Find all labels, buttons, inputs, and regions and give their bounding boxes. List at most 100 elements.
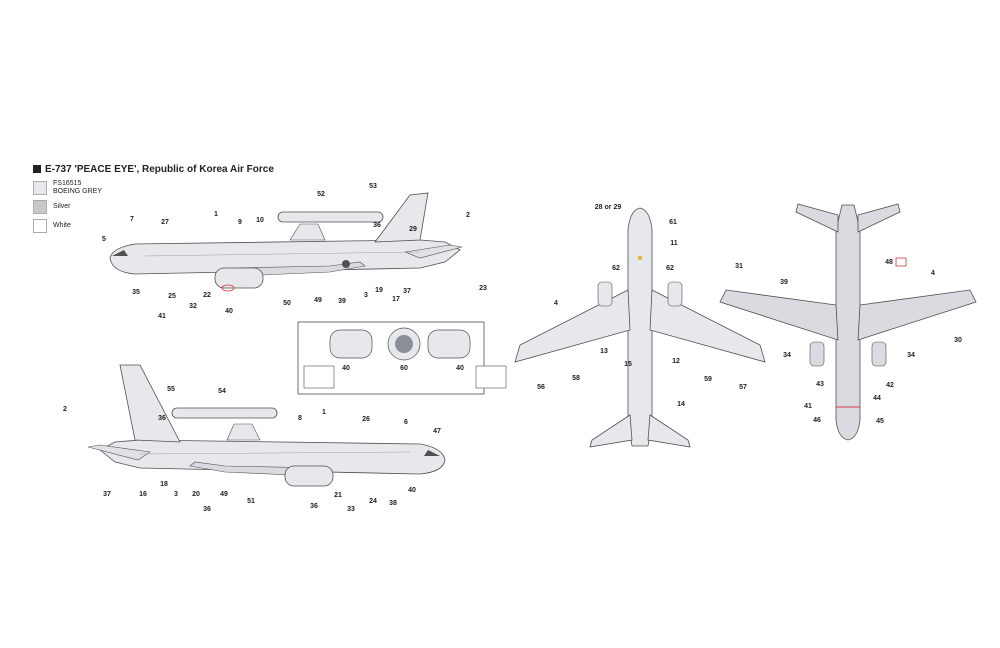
callout-number: 35 — [132, 289, 140, 296]
callout-number: 36 — [373, 222, 381, 229]
title-text: E-737 'PEACE EYE', Republic of Korea Air… — [45, 164, 274, 175]
callout-number: 31 — [735, 263, 743, 270]
callout-number: 62 — [612, 265, 620, 272]
swatch-silver — [33, 200, 47, 214]
right-profile-view — [87, 364, 446, 487]
callout-number: 40 — [408, 487, 416, 494]
antenna-marking — [895, 257, 907, 267]
swatch-fs16515 — [33, 181, 47, 195]
engine-nacelle — [284, 465, 334, 487]
callout-number: 47 — [433, 428, 441, 435]
top-view — [514, 207, 766, 448]
horizontal-stabilizer — [87, 444, 151, 461]
callout-number: 27 — [161, 219, 169, 226]
callout-number: 41 — [158, 313, 166, 320]
callout-number: 1 — [322, 409, 326, 416]
legend-label: Silver — [53, 203, 71, 210]
legend-silver: Silver — [33, 200, 71, 214]
callout-number: 22 — [203, 292, 211, 299]
anti-collision-light — [638, 256, 642, 260]
callout-number: 13 — [600, 348, 608, 355]
callout-number: 50 — [283, 300, 291, 307]
right-wing — [649, 289, 766, 363]
callout-number: 42 — [886, 382, 894, 389]
left-wing — [514, 289, 631, 363]
callout-number: 36 — [203, 506, 211, 513]
callout-number: 57 — [739, 384, 747, 391]
callout-number: 28 or 29 — [595, 204, 622, 211]
left-profile-view — [109, 192, 463, 292]
callout-number: 40 — [456, 365, 464, 372]
left-engine — [597, 281, 613, 307]
fuselage — [109, 239, 461, 275]
callout-number: 9 — [238, 219, 242, 226]
callout-number: 8 — [298, 415, 302, 422]
swatch-white — [33, 219, 47, 233]
cockpit-window — [112, 250, 128, 256]
callout-number: 19 — [375, 287, 383, 294]
vertical-tail — [119, 364, 181, 443]
callout-number: 41 — [804, 403, 812, 410]
mesa-radar-antenna — [171, 407, 278, 419]
callout-number: 5 — [102, 236, 106, 243]
left-engine — [809, 341, 825, 367]
callout-number: 29 — [409, 226, 417, 233]
callout-number: 3 — [364, 292, 368, 299]
cockpit-window — [424, 450, 440, 456]
callout-number: 54 — [218, 388, 226, 395]
fuselage — [835, 204, 861, 441]
callout-number: 49 — [220, 491, 228, 498]
callout-number: 60 — [400, 365, 408, 372]
mesa-radar-antenna — [277, 211, 384, 223]
callout-number: 34 — [783, 352, 791, 359]
window-line — [139, 451, 411, 455]
callout-number: 48 — [885, 259, 893, 266]
callout-number: 18 — [160, 481, 168, 488]
callout-number: 26 — [362, 416, 370, 423]
callout-number: 23 — [479, 285, 487, 292]
callout-number: 2 — [63, 406, 67, 413]
callout-number: 56 — [537, 384, 545, 391]
vertical-tail — [374, 192, 429, 243]
callout-number: 62 — [666, 265, 674, 272]
right-wing — [857, 289, 977, 341]
sheet-title: E-737 'PEACE EYE', Republic of Korea Air… — [33, 164, 274, 175]
callout-number: 61 — [669, 219, 677, 226]
callout-number: 11 — [670, 240, 678, 247]
callout-number: 51 — [247, 498, 255, 505]
callout-number: 6 — [404, 419, 408, 426]
callout-number: 33 — [347, 506, 355, 513]
callout-number: 59 — [704, 376, 712, 383]
callout-number: 39 — [338, 298, 346, 305]
callout-number: 10 — [256, 217, 264, 224]
intake-highlight — [221, 284, 235, 292]
callout-number: 37 — [103, 491, 111, 498]
callout-number: 24 — [369, 498, 377, 505]
callout-number: 36 — [158, 415, 166, 422]
fuselage — [627, 207, 653, 447]
callout-number: 20 — [192, 491, 200, 498]
legend-white: White — [33, 219, 71, 233]
callout-number: 25 — [168, 293, 176, 300]
callout-number: 37 — [403, 288, 411, 295]
callout-number: 53 — [369, 183, 377, 190]
callout-number: 30 — [954, 337, 962, 344]
callout-number: 36 — [310, 503, 318, 510]
radar-pylon — [226, 423, 261, 441]
callout-number: 15 — [624, 361, 632, 368]
left-stabilizer — [795, 203, 839, 233]
callout-number: 16 — [139, 491, 147, 498]
left-wing — [719, 289, 839, 341]
engine-nacelle — [214, 267, 264, 289]
callout-number: 39 — [780, 279, 788, 286]
callout-number: 45 — [876, 418, 884, 425]
engine-left-side — [329, 329, 373, 359]
legend-label: FS16515 — [53, 180, 82, 187]
legend-fs16515: FS16515 BOEING GREY — [33, 180, 102, 196]
legend-label: White — [53, 222, 71, 229]
callout-number: 3 — [174, 491, 178, 498]
callout-number: 32 — [189, 303, 197, 310]
